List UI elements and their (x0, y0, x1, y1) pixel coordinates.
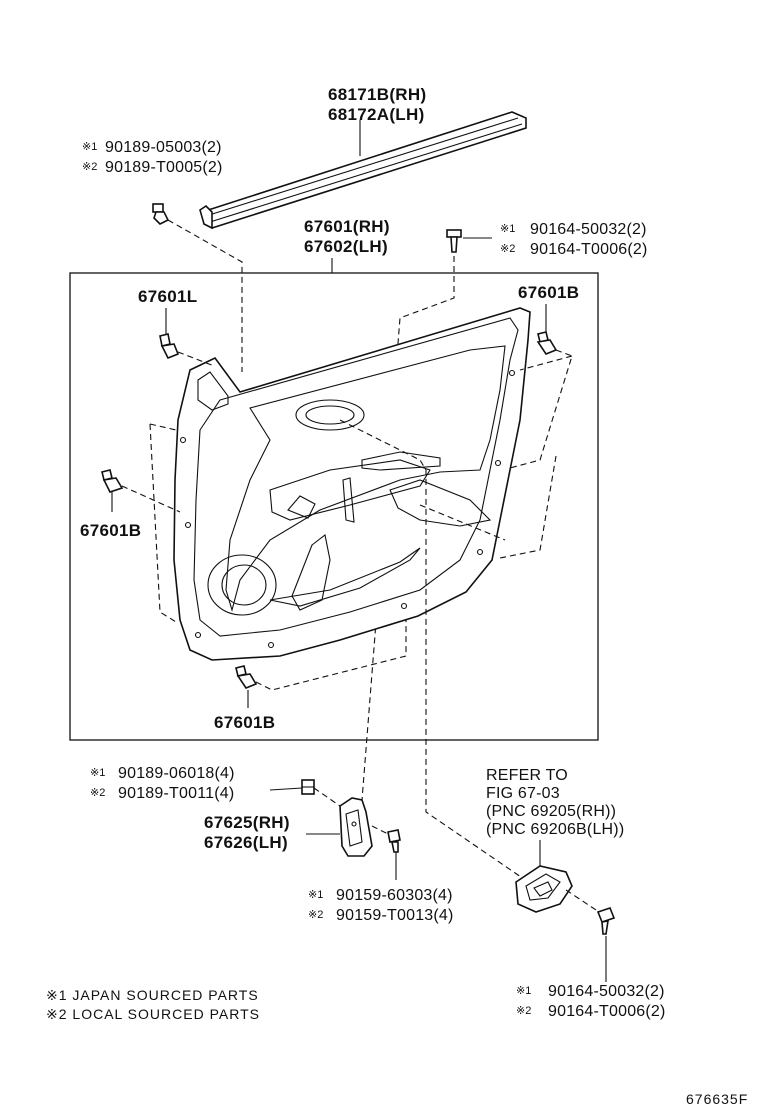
screw-top-pn1: 90164-50032(2) (530, 221, 647, 238)
inside-handle-part[interactable] (515, 865, 573, 913)
handle-ref-line4: (PNC 69206B(LH)) (486, 821, 624, 838)
panel-frame (69, 272, 599, 741)
screw-top-icon[interactable] (446, 229, 462, 253)
clip-middle-left-label: 67601B (80, 521, 141, 540)
figure-id: 676635F (686, 1091, 748, 1107)
clip-bottom-label: 67601B (214, 713, 275, 732)
screw-bottom-icon[interactable] (596, 907, 616, 935)
legend-note-2: ※2 LOCAL SOURCED PARTS (46, 1006, 260, 1022)
clip-upper-right-icon[interactable] (536, 331, 558, 355)
panel-rh-label: 67601(RH) (304, 217, 390, 236)
mark-2-screw-bottom: ※2 (516, 1005, 531, 1017)
bracket-part[interactable] (339, 797, 373, 857)
clip-top-pn1: 90189-05003(2) (105, 139, 222, 156)
clip-bottom-icon[interactable] (235, 665, 258, 689)
nut-clip-pn1: 90189-06018(4) (118, 765, 235, 782)
mark-1-screw-top: ※1 (500, 223, 515, 235)
mark-2-bracket-screw: ※2 (308, 909, 323, 921)
clip-upper-left-icon[interactable] (159, 333, 180, 360)
nut-clip-pn2: 90189-T0011(4) (118, 785, 234, 802)
clip-upper-right-label: 67601B (518, 283, 579, 302)
weatherstrip-rh-label: 68171B(RH) (328, 85, 426, 104)
clip-upper-left-label: 67601L (138, 287, 197, 306)
bracket-rh-label: 67625(RH) (204, 813, 290, 832)
clip-middle-left-icon[interactable] (101, 469, 124, 493)
handle-ref-line3: (PNC 69205(RH)) (486, 803, 616, 820)
screw-bottom-pn2: 90164-T0006(2) (548, 1003, 666, 1020)
clip-top-left-icon[interactable] (152, 203, 170, 225)
mark-1-nut-clip: ※1 (90, 767, 105, 779)
door-trim-panel[interactable] (173, 307, 531, 661)
bracket-screw-pn2: 90159-T0013(4) (336, 907, 454, 924)
mark-2-screw-top: ※2 (500, 243, 515, 255)
bracket-screw-icon[interactable] (387, 829, 401, 853)
mark-1-screw-bottom: ※1 (516, 985, 531, 997)
legend-note-1: ※1 JAPAN SOURCED PARTS (46, 987, 259, 1003)
handle-ref-line2: FIG 67-03 (486, 785, 560, 802)
panel-lh-label: 67602(LH) (304, 237, 388, 256)
mark-2-nut-clip: ※2 (90, 787, 105, 799)
mark-2-clip-top: ※2 (82, 161, 97, 173)
clip-top-pn2: 90189-T0005(2) (105, 159, 223, 176)
mark-1-bracket-screw: ※1 (308, 889, 323, 901)
bracket-lh-label: 67626(LH) (204, 833, 288, 852)
screw-bottom-pn1: 90164-50032(2) (548, 983, 665, 1000)
weatherstrip-lh-label: 68172A(LH) (328, 105, 425, 124)
screw-top-pn2: 90164-T0006(2) (530, 241, 648, 258)
nut-clip-icon[interactable] (301, 779, 315, 795)
handle-ref-line1: REFER TO (486, 767, 568, 784)
weatherstrip-part[interactable] (199, 111, 527, 230)
bracket-screw-pn1: 90159-60303(4) (336, 887, 453, 904)
mark-1-clip-top: ※1 (82, 141, 97, 153)
